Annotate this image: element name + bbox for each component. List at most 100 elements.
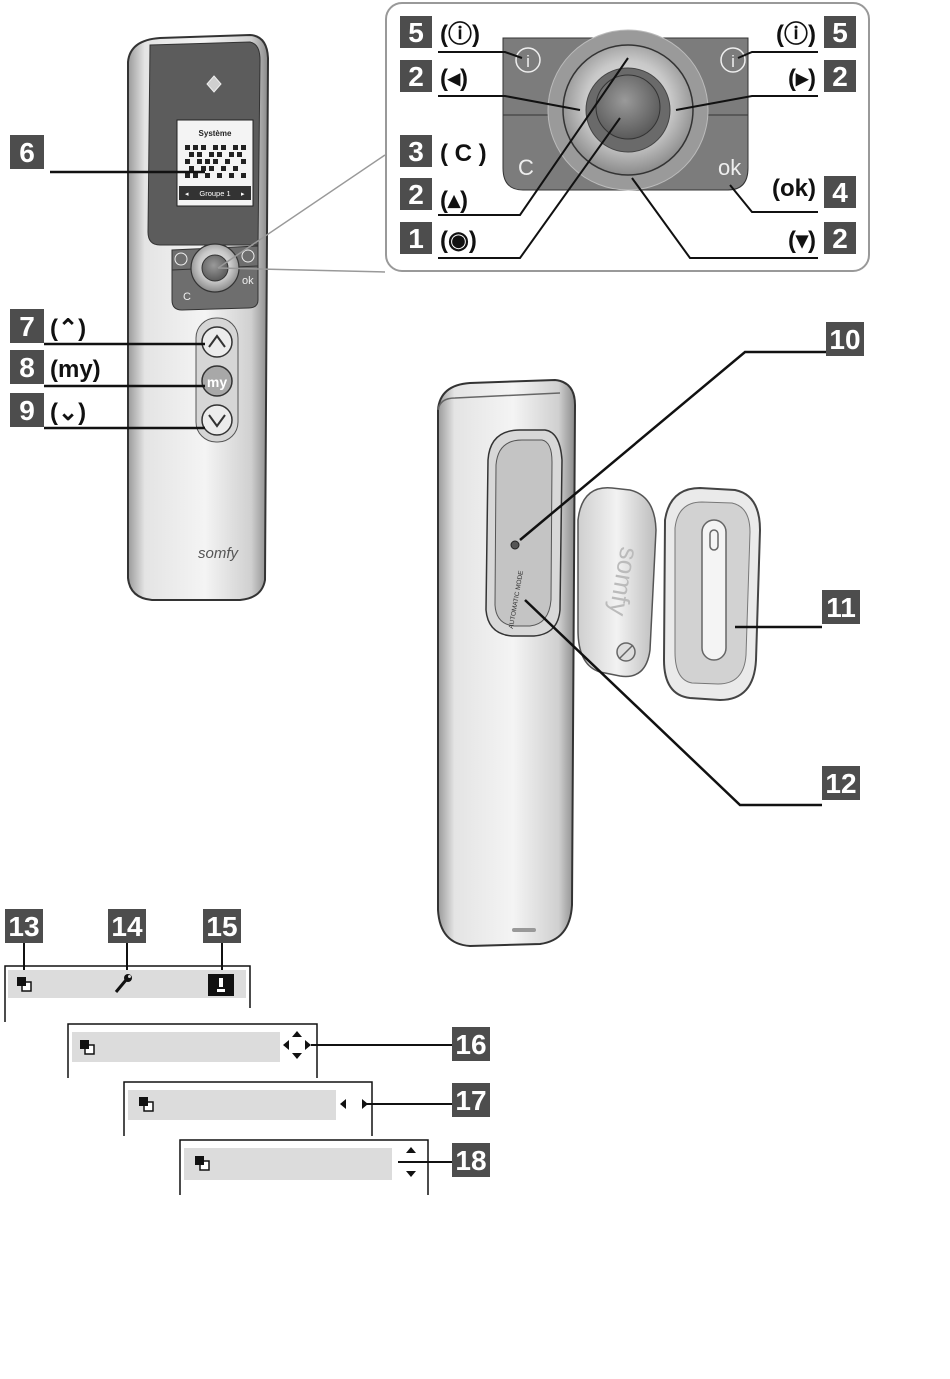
battery-cover-inner[interactable] bbox=[662, 486, 762, 702]
callout-17: 17 bbox=[366, 1083, 490, 1117]
svg-text:(ⓘ): (ⓘ) bbox=[440, 20, 480, 48]
svg-text:(▾): (▾) bbox=[788, 227, 816, 254]
front-info-left-icon[interactable] bbox=[174, 252, 188, 266]
zoom-key-ok[interactable]: ok bbox=[718, 155, 742, 180]
wrench-icon bbox=[114, 974, 132, 993]
svg-text:(▸): (▸) bbox=[788, 65, 816, 92]
callout-15: 15 bbox=[203, 909, 241, 972]
callout-12: 12 bbox=[524, 599, 860, 807]
front-brand: somfy bbox=[198, 545, 240, 562]
svg-text:(▴): (▴) bbox=[440, 187, 468, 214]
svg-text:(◂): (◂) bbox=[440, 65, 468, 92]
callout-11: 11 bbox=[735, 590, 860, 629]
callout-10: 10 bbox=[519, 322, 864, 541]
zoom-info-left-icon[interactable] bbox=[515, 47, 541, 73]
coin-battery-icon bbox=[701, 519, 727, 661]
screen-bar-status bbox=[4, 965, 251, 1022]
svg-text:4: 4 bbox=[832, 177, 848, 208]
svg-text:(my): (my) bbox=[50, 356, 101, 383]
layers-icon bbox=[80, 1040, 95, 1055]
svg-text:15: 15 bbox=[206, 911, 237, 942]
svg-text:(ok): (ok) bbox=[772, 175, 816, 202]
keypad-zoom-panel: i i C ok bbox=[385, 2, 870, 272]
callout-6: 6 bbox=[10, 135, 205, 174]
layers-icon bbox=[17, 977, 32, 992]
up-down-arrows-icon bbox=[406, 1147, 416, 1177]
screen-bar-diagrams: 13 14 15 bbox=[4, 909, 490, 1195]
svg-text:(◉): (◉) bbox=[440, 227, 477, 254]
svg-text:5: 5 bbox=[832, 17, 848, 48]
svg-text:14: 14 bbox=[111, 911, 143, 942]
front-key-c[interactable]: C bbox=[183, 291, 191, 303]
callout-18: 18 bbox=[398, 1143, 490, 1177]
svg-text:13: 13 bbox=[8, 911, 39, 942]
callout-2-right-arrow: 2 (▸) bbox=[788, 60, 856, 92]
zoom-center-button[interactable] bbox=[595, 74, 661, 140]
svg-text:7: 7 bbox=[19, 311, 35, 342]
callout-13: 13 bbox=[5, 909, 43, 980]
callout-2-up-arrow: 2 (▴) bbox=[400, 178, 468, 214]
svg-text:i: i bbox=[731, 52, 735, 71]
battery-cover-outer[interactable]: somfy bbox=[577, 487, 657, 678]
my-button[interactable] bbox=[201, 365, 233, 397]
svg-text:▸: ▸ bbox=[241, 191, 245, 198]
callout-5-left: 5 (ⓘ) bbox=[400, 16, 480, 48]
up-arrow-icon bbox=[208, 334, 226, 348]
svg-text:5: 5 bbox=[408, 17, 424, 48]
svg-text:6: 6 bbox=[19, 137, 35, 168]
callout-16: 16 bbox=[311, 1027, 490, 1061]
screen-bar-four-way bbox=[67, 1023, 318, 1078]
svg-text:8: 8 bbox=[19, 352, 35, 383]
front-key-ok[interactable]: ok bbox=[242, 275, 254, 287]
svg-text:16: 16 bbox=[455, 1029, 486, 1060]
zoom-key-c[interactable]: C bbox=[518, 155, 534, 180]
rear-remote: AUTOMATIC MODE bbox=[437, 378, 577, 948]
callout-7: 7 (⌃) bbox=[10, 309, 205, 346]
svg-text:(ⓘ): (ⓘ) bbox=[776, 20, 816, 48]
svg-text:(⌄): (⌄) bbox=[50, 399, 86, 426]
callout-3: 3 ( C ) bbox=[400, 135, 487, 167]
svg-text:17: 17 bbox=[455, 1085, 486, 1116]
down-arrow-icon bbox=[208, 414, 226, 428]
svg-text:2: 2 bbox=[832, 223, 848, 254]
svg-text:( C ): ( C ) bbox=[440, 140, 487, 167]
callout-9: 9 (⌄) bbox=[10, 393, 205, 430]
svg-text:10: 10 bbox=[829, 324, 860, 355]
callout-1: 1 (◉) bbox=[400, 222, 477, 254]
my-button-label: my bbox=[207, 374, 227, 390]
svg-text:i: i bbox=[526, 52, 530, 71]
front-remote: Système Groupe 1 ◂ ▸ C ok my somfy bbox=[127, 33, 270, 601]
zoom-info-right-icon[interactable] bbox=[720, 47, 746, 73]
svg-text:3: 3 bbox=[408, 136, 424, 167]
battery-icon bbox=[208, 974, 234, 996]
left-right-arrows-icon bbox=[340, 1099, 368, 1109]
screen-pixel-grid bbox=[185, 145, 246, 178]
svg-text:2: 2 bbox=[408, 179, 424, 210]
screen-footer: Groupe 1 bbox=[199, 189, 230, 198]
callout-4: 4 (ok) bbox=[772, 175, 856, 208]
svg-text:1: 1 bbox=[408, 223, 424, 254]
svg-text:12: 12 bbox=[825, 768, 856, 799]
svg-text:11: 11 bbox=[826, 592, 856, 623]
callout-boxes: 5 (ⓘ) 5 (ⓘ) 2 (◂) 2 (▸) 3 ( C ) 4 (ok) bbox=[10, 16, 856, 430]
svg-text:◂: ◂ bbox=[185, 191, 189, 198]
screen-bar-up-down bbox=[179, 1139, 429, 1195]
somfy-logo-icon bbox=[206, 75, 222, 93]
callout-5-right: 5 (ⓘ) bbox=[776, 16, 856, 48]
screen-bar-left-right bbox=[123, 1081, 373, 1136]
callout-14: 14 bbox=[108, 909, 146, 975]
callout-2-left-arrow: 2 (◂) bbox=[400, 60, 468, 92]
svg-text:9: 9 bbox=[19, 395, 35, 426]
reset-pinhole[interactable] bbox=[510, 540, 520, 550]
callout-2-down-arrow: 2 (▾) bbox=[788, 222, 856, 254]
callout-8: 8 (my) bbox=[10, 350, 205, 388]
svg-text:2: 2 bbox=[408, 61, 424, 92]
front-info-right-icon[interactable] bbox=[241, 249, 255, 263]
svg-text:2: 2 bbox=[832, 61, 848, 92]
screen-title: Système bbox=[199, 129, 232, 138]
svg-text:(⌃): (⌃) bbox=[50, 315, 86, 342]
up-button[interactable] bbox=[201, 326, 233, 358]
down-button[interactable] bbox=[201, 404, 233, 436]
layers-icon bbox=[139, 1097, 154, 1112]
